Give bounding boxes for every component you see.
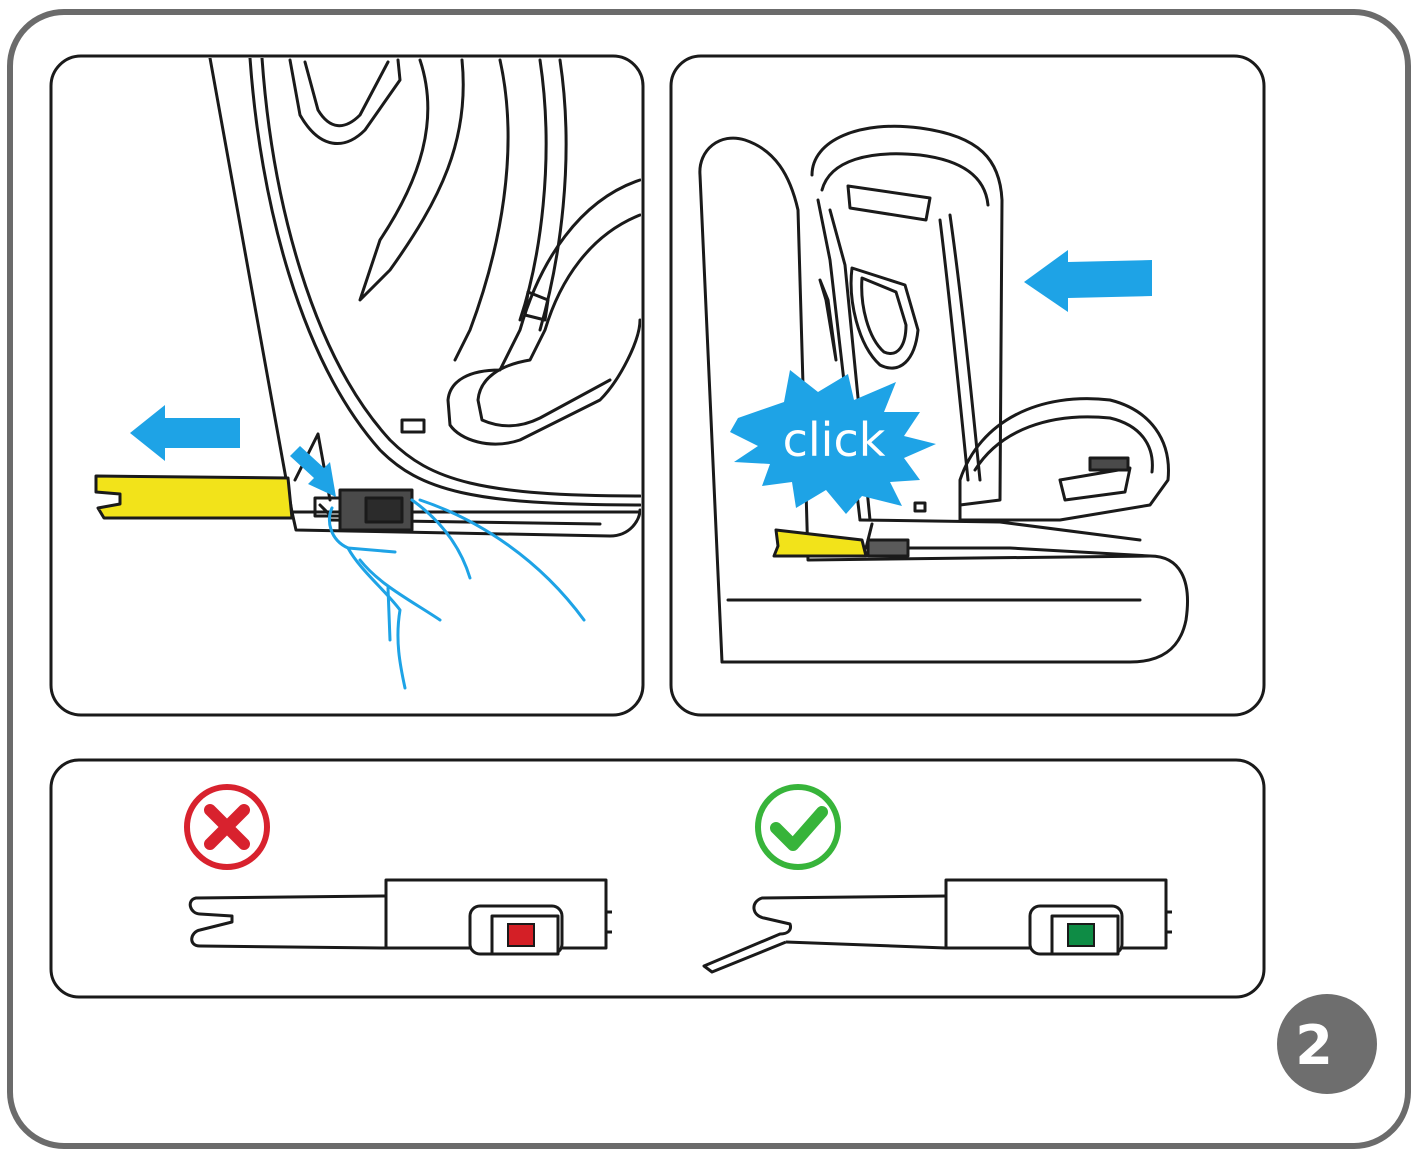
arrow-press-icon — [290, 446, 336, 497]
indicator-green — [1067, 923, 1095, 947]
panel-install: click — [669, 54, 1266, 717]
arrow-left-icon — [1024, 250, 1152, 312]
arrow-left-icon — [130, 405, 240, 461]
isofix-connector-yellow-small — [772, 528, 868, 558]
cross-circle-icon — [184, 784, 270, 870]
check-circle-icon — [755, 784, 841, 870]
panel-indicator-check — [49, 758, 1266, 999]
hand-drawing — [327, 498, 586, 690]
step-badge — [1277, 994, 1377, 1094]
click-starburst — [730, 370, 936, 514]
indicator-red — [507, 923, 535, 947]
isofix-connector-yellow — [94, 474, 294, 520]
step-number: 2 — [1295, 1014, 1333, 1077]
panel-release — [49, 54, 645, 717]
click-label: click — [783, 413, 886, 467]
vehicle-seat — [698, 136, 1189, 664]
